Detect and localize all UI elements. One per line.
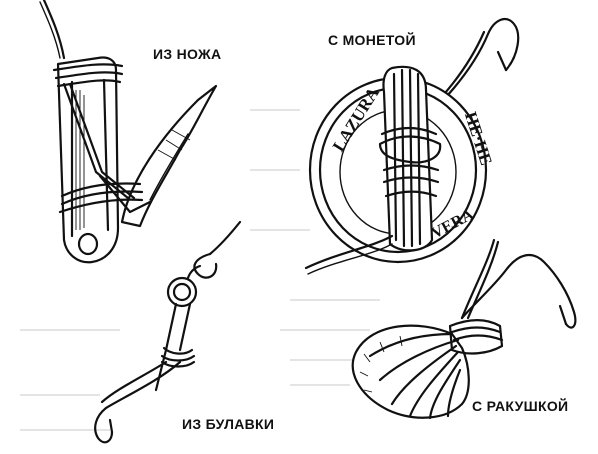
label-shell-hook: С РАКУШКОЙ bbox=[472, 398, 569, 414]
shell-hook-drawing bbox=[351, 238, 577, 420]
label-coin-hook: С МОНЕТОЙ bbox=[328, 32, 416, 48]
pin-hook-drawing bbox=[94, 220, 242, 444]
knife-hook-drawing bbox=[39, 0, 218, 264]
label-pin-hook: ИЗ БУЛАВКИ bbox=[182, 416, 275, 432]
coin-hook-drawing: LAZURA HE·HE VERA bbox=[304, 17, 520, 275]
label-knife-hook: ИЗ НОЖА bbox=[153, 46, 222, 62]
